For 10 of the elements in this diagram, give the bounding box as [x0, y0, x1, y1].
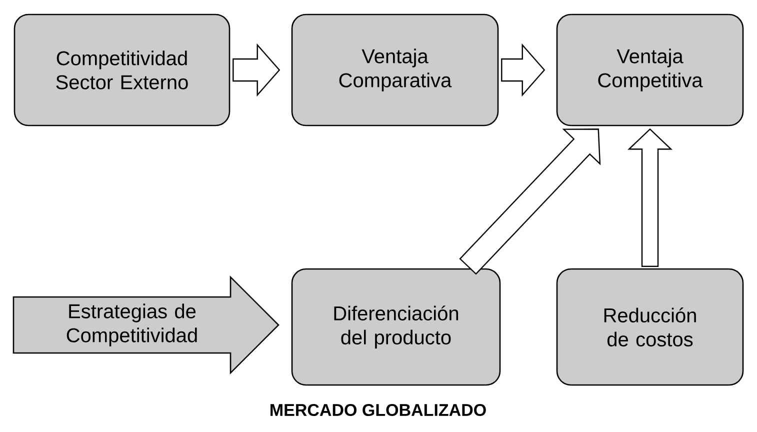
process-box: Ventaja Comparativa [291, 14, 499, 126]
block-arrow [628, 128, 672, 267]
block-arrow [459, 128, 601, 275]
process-box: Competitividad Sector Externo [14, 14, 230, 126]
block-arrow [232, 43, 280, 97]
process-box: Diferenciación del producto [291, 268, 501, 386]
block-arrow [501, 43, 546, 97]
caption-text: MERCADO GLOBALIZADO [270, 404, 486, 416]
process-box: Reducción de costos [556, 268, 744, 386]
process-box: Ventaja Competitiva [556, 14, 744, 126]
